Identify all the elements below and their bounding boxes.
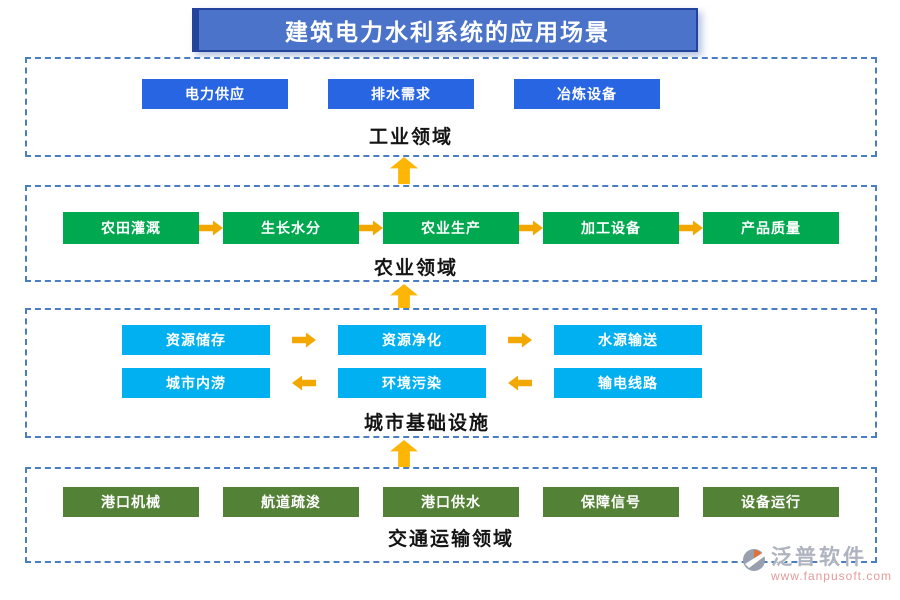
section-label-industry: 工业领域 <box>368 127 453 148</box>
agriculture-node-row: 农田灌溉 生长水分 农业生产 加工设备 产品质量 <box>27 212 875 244</box>
city-node-row-bottom: 城市内涝 环境污染 输电线路 <box>27 368 875 398</box>
node-security-signal: 保障信号 <box>543 487 679 517</box>
arrow-right-icon <box>519 220 543 236</box>
arrow-right-icon <box>292 332 316 348</box>
arrow-up-icon <box>390 284 418 311</box>
node-power-transmission-line: 输电线路 <box>554 368 702 398</box>
transport-node-row: 港口机械 航道疏浚 港口供水 保障信号 设备运行 <box>27 487 875 517</box>
section-transportation: 港口机械 航道疏浚 港口供水 保障信号 设备运行 交通运输领域 <box>25 467 877 563</box>
arrow-up-icon <box>390 157 418 184</box>
node-smelting-equipment: 冶炼设备 <box>514 79 660 109</box>
node-resource-storage: 资源储存 <box>122 325 270 355</box>
section-city-infrastructure: 资源储存 资源净化 水源输送 城市内涝 环境污染 输电线路 城市基础设施 <box>25 308 877 438</box>
section-agriculture: 农田灌溉 生长水分 农业生产 加工设备 产品质量 农业领域 <box>25 185 877 282</box>
node-agricultural-production: 农业生产 <box>383 212 519 244</box>
node-urban-waterlogging: 城市内涝 <box>122 368 270 398</box>
node-resource-purification: 资源净化 <box>338 325 486 355</box>
section-label-city: 城市基础设施 <box>363 413 490 434</box>
node-equipment-operation: 设备运行 <box>703 487 839 517</box>
watermark: 泛普软件 www.fanpusoft.com <box>741 547 892 582</box>
section-label-agriculture: 农业领域 <box>373 258 458 279</box>
node-farmland-irrigation: 农田灌溉 <box>63 212 199 244</box>
node-water-transmission: 水源输送 <box>554 325 702 355</box>
node-drainage-demand: 排水需求 <box>328 79 474 109</box>
arrow-right-icon <box>199 220 223 236</box>
diagram-title: 建筑电力水利系统的应用场景 <box>192 8 698 52</box>
arrow-left-icon <box>292 375 316 391</box>
node-processing-equipment: 加工设备 <box>543 212 679 244</box>
node-growth-moisture: 生长水分 <box>223 212 359 244</box>
node-channel-dredging: 航道疏浚 <box>223 487 359 517</box>
arrow-up-icon <box>390 440 418 467</box>
section-industry: 电力供应 排水需求 冶炼设备 工业领域 <box>25 57 877 157</box>
industry-node-row: 电力供应 排水需求 冶炼设备 <box>27 79 875 109</box>
fanpu-logo-icon <box>741 547 767 578</box>
section-label-transportation: 交通运输领域 <box>387 529 514 550</box>
city-node-row-top: 资源储存 资源净化 水源输送 <box>27 325 875 355</box>
node-power-supply: 电力供应 <box>142 79 288 109</box>
watermark-brand: 泛普软件 <box>770 546 867 569</box>
arrow-right-icon <box>508 332 532 348</box>
node-product-quality: 产品质量 <box>703 212 839 244</box>
watermark-url: www.fanpusoft.com <box>770 569 892 583</box>
node-port-machinery: 港口机械 <box>63 487 199 517</box>
arrow-left-icon <box>508 375 532 391</box>
arrow-right-icon <box>359 220 383 236</box>
node-environmental-pollution: 环境污染 <box>338 368 486 398</box>
arrow-right-icon <box>679 220 703 236</box>
node-port-water-supply: 港口供水 <box>383 487 519 517</box>
